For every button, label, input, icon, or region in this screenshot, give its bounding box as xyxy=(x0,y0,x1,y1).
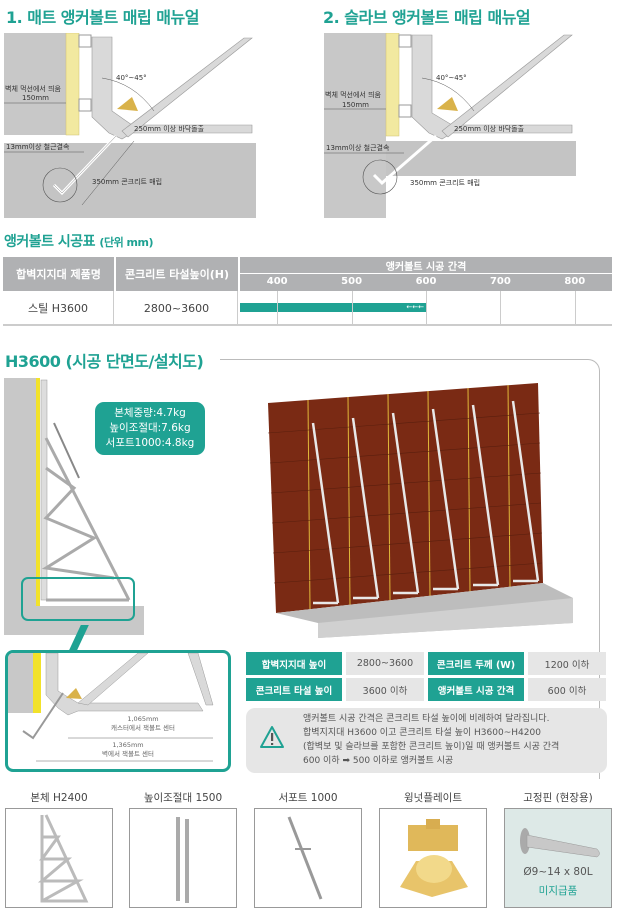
spec-value: 1200 이하 xyxy=(528,652,606,675)
rebar-label: 13mm이상 철근결속 xyxy=(326,143,390,152)
dim-caster-label: 캐스터에서 잭볼트 센터 xyxy=(111,724,175,732)
part-label-adjuster: 높이조절대 1500 xyxy=(143,792,223,804)
angle-label: 40°~45° xyxy=(116,74,147,82)
dim-wall-label: 벽에서 잭볼트 센터 xyxy=(102,750,154,758)
frame-body-icon xyxy=(37,814,89,903)
spacing-bar: ←←← xyxy=(240,303,426,312)
dim-caster-value: 1,065mm xyxy=(127,715,159,723)
part-pin: Ø9~14 x 80L 미지급품 xyxy=(504,808,612,908)
weight-support: 서포트1000:4.8kg xyxy=(105,437,195,449)
tick-label: 600 xyxy=(415,276,437,287)
slab-anchor-diagram: 40°~45° 벽체 먹선에서 띄움 150mm 250mm 이상 바닥돌출 1… xyxy=(324,33,576,218)
offset-value: 150mm xyxy=(342,101,369,109)
part-label-pin: 고정핀 (현장용) xyxy=(523,792,593,804)
tick-gridline xyxy=(500,291,502,325)
angle-label: 40°~45° xyxy=(436,74,467,82)
product-cell: 스틸 H3600 xyxy=(3,291,114,325)
part-support xyxy=(254,808,362,908)
tick-gridline xyxy=(574,291,576,325)
manual2-title: 2. 슬라브 앵커볼트 매립 매뉴얼 xyxy=(323,8,531,27)
height-adjuster-icon xyxy=(176,817,189,903)
rebar-label: 13mm이상 철근결속 xyxy=(6,142,70,151)
tick-label: 500 xyxy=(341,276,363,287)
part-label-wingnut: 윙넛플레이트 xyxy=(404,792,462,804)
dim-caster: 1,065mm 캐스터에서 잭볼트 센터 xyxy=(68,715,218,733)
anchor-table-unit: (단위 mm) xyxy=(99,236,153,249)
wing-nut-plate-icon xyxy=(117,97,138,111)
anchor-table-title-text: 앵커볼트 시공표 xyxy=(4,234,96,250)
note-text: 앵커볼트 시공 간격은 콘크리트 타설 높이에 비례하여 달라집니다. 합벽지지… xyxy=(303,712,559,768)
part-label-body: 본체 H2400 xyxy=(30,792,88,804)
tick-gridline xyxy=(426,291,427,325)
spec-label: 콘크리트 타설 높이 xyxy=(246,678,342,701)
pin-note: 미지급품 xyxy=(538,885,578,897)
spec-value: 3600 이하 xyxy=(346,678,424,701)
embed-label: 350mm 콘크리트 매립 xyxy=(92,177,162,186)
tick-row: 400 500 600 700 800 xyxy=(240,274,612,291)
offset-label: 벽체 먹선에서 띄움 xyxy=(5,84,62,93)
weight-adjuster: 높이조절대:7.6kg xyxy=(109,422,191,434)
note-line: (합벽보 및 슬라브를 포함한 콘크리트 높이)일 때 앵커볼트 시공 간격 xyxy=(303,742,560,752)
spec-label: 앵커볼트 시공 간격 xyxy=(428,678,524,701)
note-line: 600 이하 ➡ 500 이하로 앵커볼트 시공 xyxy=(303,756,454,766)
note-box: 앵커볼트 시공 간격은 콘크리트 타설 높이에 비례하여 달라집니다. 합벽지지… xyxy=(246,708,607,773)
detail-inset: 1,065mm 캐스터에서 잭볼트 센터 1,365mm 벽에서 잭볼트 센터 xyxy=(5,650,231,772)
spec-label: 콘크리트 두께 (W) xyxy=(428,652,524,675)
part-adjuster xyxy=(129,808,237,908)
wing-nut-plate-icon xyxy=(400,819,468,897)
arrow-left-icon: ←←← xyxy=(406,303,424,311)
part-label-support: 서포트 1000 xyxy=(278,792,338,804)
spacing-cell: ←←← xyxy=(240,291,612,325)
section-frame xyxy=(220,359,600,779)
col-spacing-header: 앵커볼트 시공 간격 xyxy=(240,257,612,274)
weight-body: 본체중량:4.7kg xyxy=(114,407,186,419)
spec-value: 600 이하 xyxy=(528,678,606,701)
protrude-label: 250mm 이상 바닥돌출 xyxy=(134,124,205,133)
fixing-pin-icon xyxy=(520,828,600,858)
offset-value: 150mm xyxy=(22,94,49,102)
dim-wall: 1,365mm 벽에서 잭볼트 센터 xyxy=(38,741,218,759)
dim-wall-value: 1,365mm xyxy=(112,741,144,749)
tick-gridline xyxy=(351,291,353,325)
table-bottom-rule xyxy=(3,324,612,326)
spec-grid: 합벽지지대 높이 2800~3600 콘크리트 두께 (W) 1200 이하 콘… xyxy=(246,652,606,702)
tick-label: 800 xyxy=(564,276,586,287)
section-title: H3600 (시공 단면도/설치도) xyxy=(5,352,204,371)
part-body xyxy=(5,808,113,908)
section-elevation-drawing xyxy=(4,378,144,635)
tick-gridline xyxy=(277,291,279,325)
height-cell: 2800~3600 xyxy=(116,291,238,325)
protrude-label: 250mm 이상 바닥돌출 xyxy=(454,124,525,133)
detail-inset-drawing xyxy=(8,653,214,762)
support-icon xyxy=(287,816,323,900)
spec-label: 합벽지지대 높이 xyxy=(246,652,342,675)
anchor-table-title: 앵커볼트 시공표 (단위 mm) xyxy=(4,231,153,251)
col-product-header: 합벽지지대 제품명 xyxy=(3,257,114,291)
col-height-header: 콘크리트 타설높이(H) xyxy=(116,257,238,291)
note-line: 합벽지지대 H3600 이고 콘크리트 타설 높이 H3600~H4200 xyxy=(303,728,541,738)
tick-label: 400 xyxy=(266,276,288,287)
installation-3d-render xyxy=(268,383,573,638)
embed-label: 350mm 콘크리트 매립 xyxy=(410,178,480,187)
warning-icon xyxy=(260,726,284,748)
manual1-title: 1. 매트 앵커볼트 매립 매뉴얼 xyxy=(6,8,199,27)
weight-callout: 본체중량:4.7kg 높이조절대:7.6kg 서포트1000:4.8kg xyxy=(95,402,205,455)
wing-nut-plate-icon xyxy=(437,97,458,111)
mat-anchor-diagram: 40°~45° 벽체 먹선에서 띄움 150mm 250mm 이상 바닥돌출 1… xyxy=(4,33,256,218)
tick-label: 700 xyxy=(489,276,511,287)
spec-value: 2800~3600 xyxy=(346,652,424,675)
note-line: 앵커볼트 시공 간격은 콘크리트 타설 높이에 비례하여 달라집니다. xyxy=(303,714,550,724)
part-wingnut xyxy=(379,808,487,908)
pin-spec: Ø9~14 x 80L xyxy=(523,866,593,878)
offset-label: 벽체 먹선에서 띄움 xyxy=(325,90,382,99)
anchor-table: 합벽지지대 제품명 콘크리트 타설높이(H) 앵커볼트 시공 간격 400 500… xyxy=(3,257,612,326)
